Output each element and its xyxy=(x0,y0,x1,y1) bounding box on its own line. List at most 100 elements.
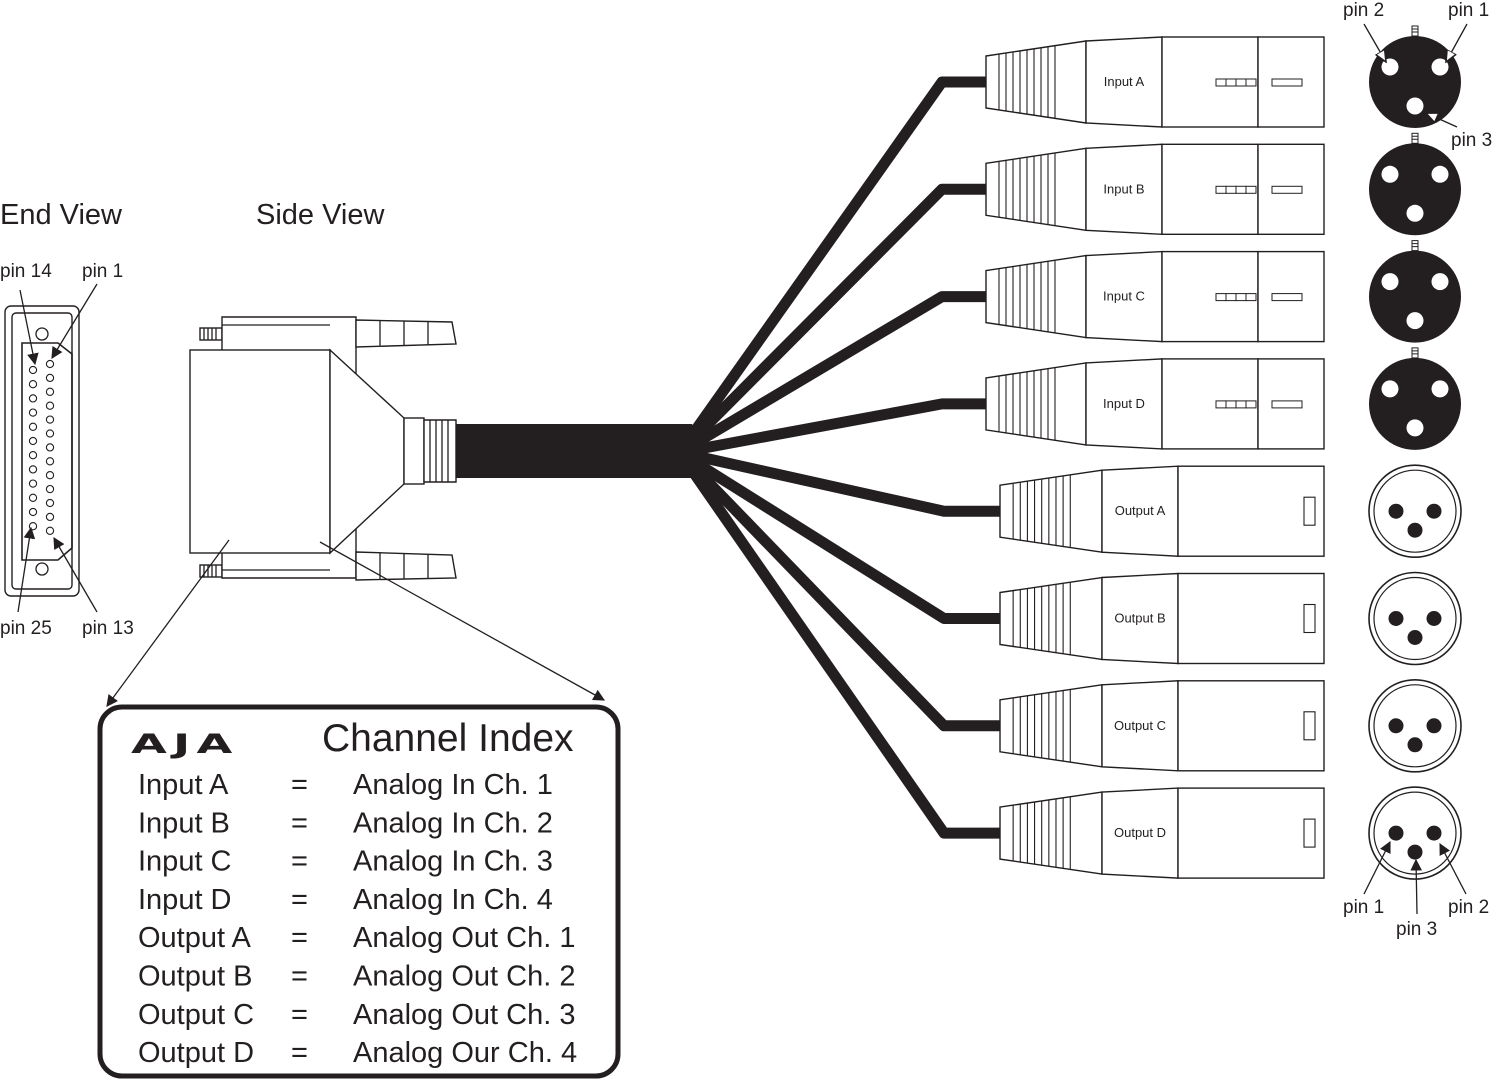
db25-pin xyxy=(28,451,38,460)
pin1-pointer xyxy=(51,283,98,359)
channel-index-row: Input A = Analog In Ch. 1 xyxy=(138,769,553,801)
wire-input-c xyxy=(687,291,986,452)
xlr-face-input-d xyxy=(1369,347,1461,450)
wire-output-a xyxy=(688,449,1000,517)
xlr-connector-output-c: Output C xyxy=(999,680,1325,772)
channel-index-equals: = xyxy=(291,961,308,993)
wire-input-b xyxy=(686,183,986,447)
db25-pin xyxy=(45,429,55,438)
channel-index-equals: = xyxy=(291,999,308,1031)
db25-pin xyxy=(28,394,38,403)
channel-index-value: Analog Out Ch. 3 xyxy=(353,999,575,1031)
end-view-heading: End View xyxy=(0,199,123,231)
xlr-face-input-c xyxy=(1369,240,1461,343)
db25-pin-column-left xyxy=(45,359,55,535)
db25-pin xyxy=(28,465,38,474)
db25-pin1-label: pin 1 xyxy=(82,261,123,282)
xlr-face-output-b xyxy=(1368,571,1462,666)
xlr-face-input-a xyxy=(1369,25,1461,128)
wire-output-c xyxy=(686,459,1000,732)
aja-logo: AJA xyxy=(131,728,239,759)
pin14-pointer xyxy=(19,289,39,366)
channel-index-value: Analog In Ch. 1 xyxy=(353,769,553,801)
channel-index-equals: = xyxy=(291,807,308,839)
xlr-face-views xyxy=(1368,25,1462,880)
xlr-label-input-d: Input D xyxy=(1103,396,1145,411)
db25-pin xyxy=(45,387,55,396)
xlr-label-input-b: Input B xyxy=(1103,181,1144,196)
wire-output-b xyxy=(687,454,1000,624)
db25-pin xyxy=(45,512,55,522)
xlr-connectors: Input A Input B Input C Input D Output A Outp… xyxy=(985,36,1325,879)
channel-index-row: Input C=Analog In Ch. 3 xyxy=(138,846,553,878)
channel-index-box: AJA Channel Index Input A=Analog In Ch. … xyxy=(97,704,621,1079)
index-pointer-right xyxy=(319,541,606,701)
db25-pin13-label: pin 13 xyxy=(82,618,134,639)
xlr-face-input-b xyxy=(1369,132,1461,236)
db25-end-view xyxy=(4,305,80,597)
channel-index-row: Input B=Analog In Ch. 2 xyxy=(138,807,553,839)
xlr-face-output-a xyxy=(1368,464,1462,559)
db25-pin xyxy=(45,443,55,452)
channel-index-equals: = xyxy=(291,846,308,878)
channel-index-name: Input A xyxy=(138,769,229,801)
channel-index-name: Output D xyxy=(138,1037,254,1069)
cable-trunk xyxy=(456,424,700,478)
xlr-face-output-d xyxy=(1368,786,1462,880)
xlr-label-input-a: Input A xyxy=(1104,74,1145,89)
db25-pin xyxy=(45,415,55,424)
wire-input-d xyxy=(688,398,986,457)
db25-pin xyxy=(45,457,55,466)
db25-pin xyxy=(28,493,38,502)
fanout-wires xyxy=(685,76,1000,839)
channel-index-row: Output A=Analog Out Ch. 1 xyxy=(138,922,575,954)
db25-side-view xyxy=(189,316,457,581)
xlr-bottom-pin1-pointer xyxy=(1363,840,1391,895)
db25-pin14-label: pin 14 xyxy=(0,261,52,282)
wire-input-a xyxy=(685,76,986,442)
xlr-top-pin2-pointer xyxy=(1363,23,1386,62)
db25-pin xyxy=(28,365,38,375)
xlr-label-output-c: Output C xyxy=(1114,718,1166,733)
db25-pin xyxy=(45,484,55,494)
channel-index-value: Analog In Ch. 2 xyxy=(353,807,553,839)
xlr-top-pin3-pointer xyxy=(1426,113,1458,128)
channel-index-value: Analog In Ch. 3 xyxy=(353,846,553,878)
xlr-bottom-pin3-pointer xyxy=(1410,858,1423,915)
channel-index-equals: = xyxy=(291,922,308,954)
channel-index-row: Output B=Analog Out Ch. 2 xyxy=(138,961,575,993)
channel-index-name: Input D xyxy=(138,884,232,916)
db25-pin xyxy=(45,498,55,508)
xlr-bottom-pin3-label: pin 3 xyxy=(1396,919,1437,940)
db25-pin-column-right xyxy=(28,365,38,531)
xlr-connector-input-c: Input C xyxy=(985,250,1325,343)
db25-pin xyxy=(28,408,38,417)
channel-index-equals: = xyxy=(291,884,308,916)
db25-pin xyxy=(28,422,38,431)
db25-pin xyxy=(28,380,38,389)
wire-output-d xyxy=(685,464,1000,839)
xlr-face-output-c xyxy=(1368,678,1462,773)
channel-index-equals: = xyxy=(291,769,308,801)
channel-index-value: Analog Our Ch. 4 xyxy=(353,1037,577,1069)
db25-pin xyxy=(45,401,55,410)
xlr-top-pin3-label: pin 3 xyxy=(1451,130,1492,151)
db25-pin xyxy=(28,479,38,488)
xlr-connector-input-d: Input D xyxy=(985,358,1325,450)
db25-pin xyxy=(45,471,55,480)
xlr-connector-output-d: Output D xyxy=(999,787,1325,879)
xlr-label-output-a: Output A xyxy=(1115,503,1166,518)
side-view-heading: Side View xyxy=(256,199,385,231)
db25-pin25-label: pin 25 xyxy=(0,618,52,639)
xlr-bottom-pin2-pointer xyxy=(1439,842,1467,895)
xlr-connector-input-a: Input A xyxy=(985,36,1325,128)
db25-pin xyxy=(28,507,38,517)
xlr-top-pin1-label: pin 1 xyxy=(1448,0,1489,21)
xlr-top-pin1-pointer xyxy=(1446,23,1468,62)
channel-index-name: Output B xyxy=(138,961,252,993)
xlr-label-output-b: Output B xyxy=(1114,611,1165,626)
channel-index-name: Output A xyxy=(138,922,252,954)
channel-index-row: Output C=Analog Out Ch. 3 xyxy=(138,999,575,1031)
